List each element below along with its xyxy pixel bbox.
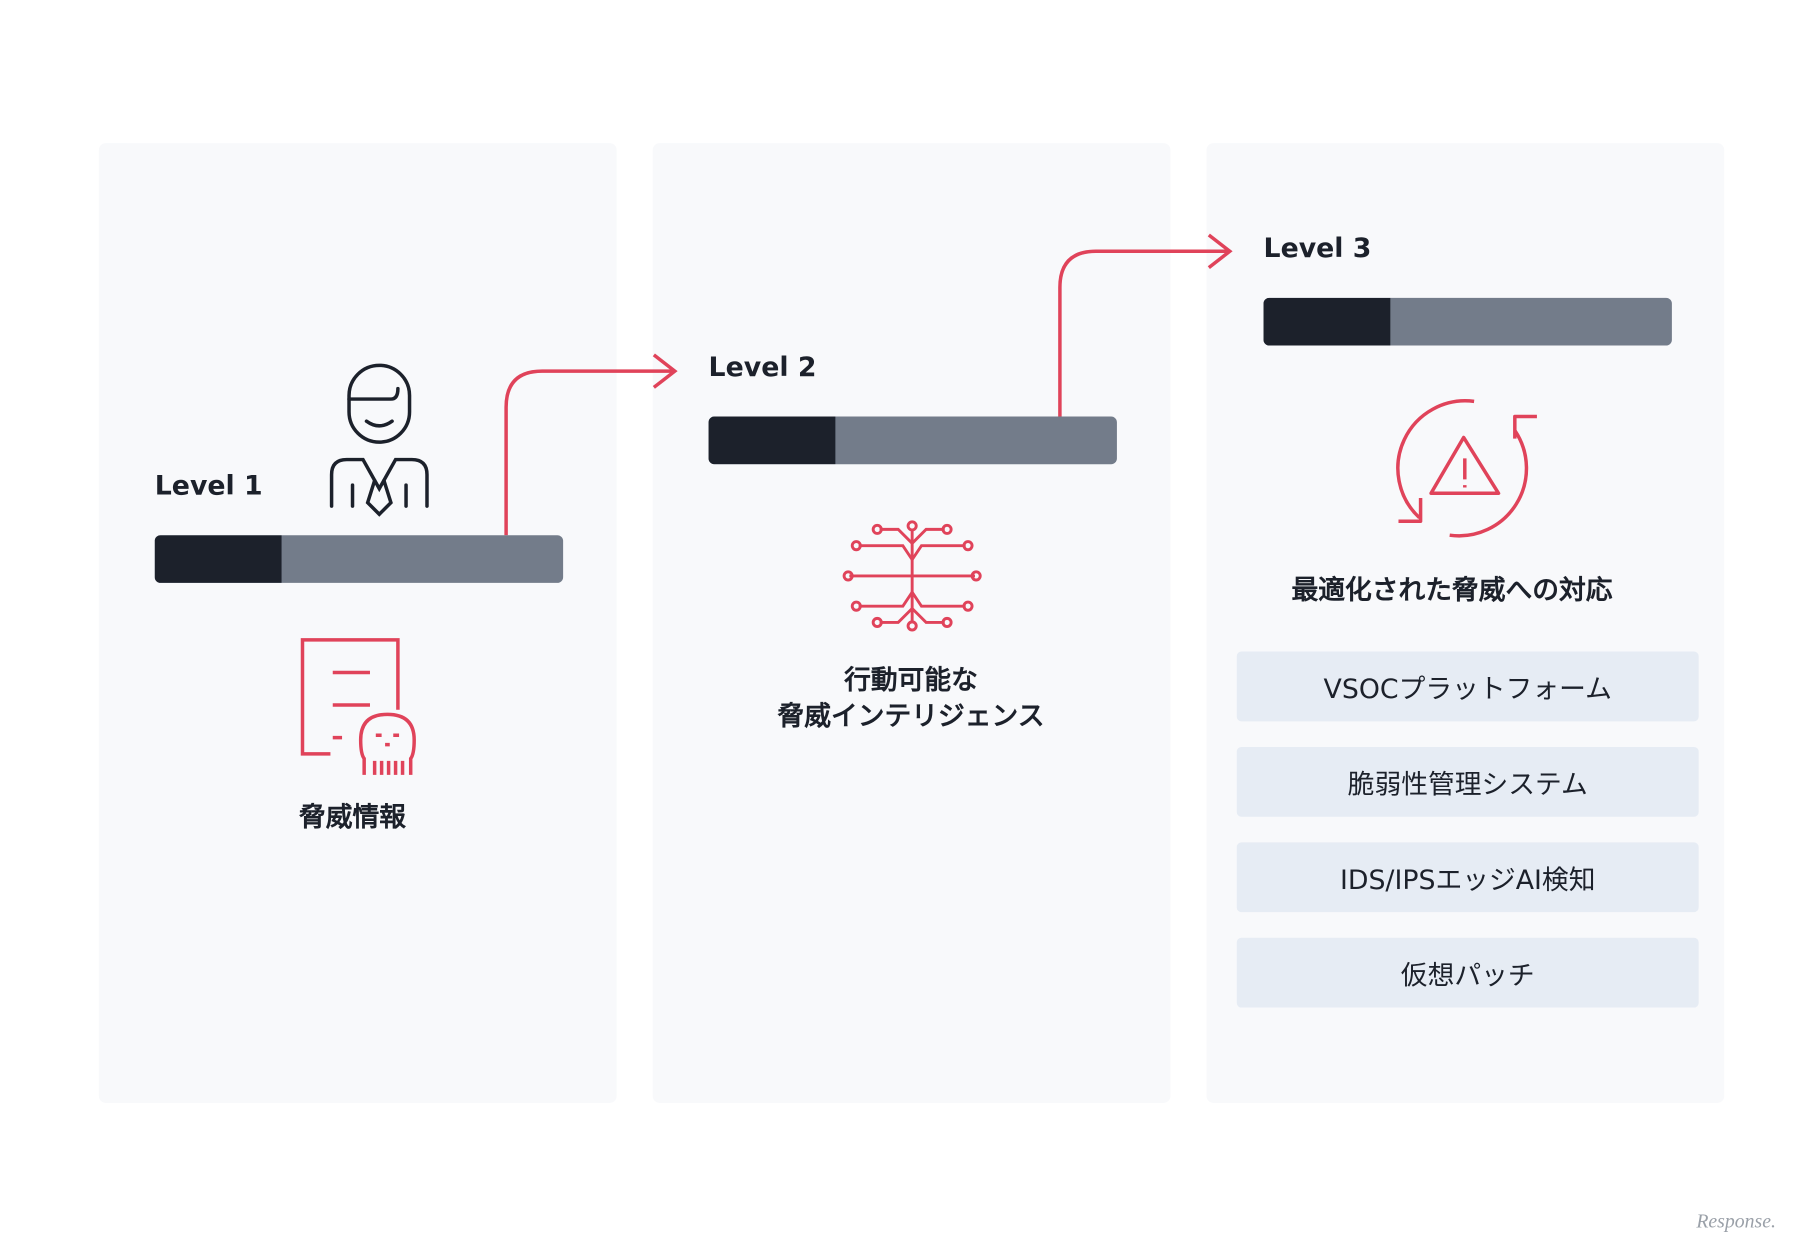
level-3-label: Level 3 xyxy=(1263,233,1372,265)
option-vsoc-platform: VSOCプラットフォーム xyxy=(1236,651,1699,722)
level-1-progress-bar xyxy=(154,535,564,583)
refresh-warning-icon xyxy=(1396,399,1537,538)
level-2-progress-fill xyxy=(708,416,836,465)
threat-document-skull-icon xyxy=(300,638,416,775)
arrow-level2-to-level3 xyxy=(1058,233,1233,417)
option-vulnerability-management: 脆弱性管理システム xyxy=(1236,746,1699,817)
person-icon xyxy=(329,363,429,517)
option-ids-ips-edge-ai: IDS/IPSエッジAI検知 xyxy=(1236,842,1699,913)
level-2-caption-line-2: 脅威インテリジェンス xyxy=(777,701,1045,732)
level-1-panel xyxy=(98,143,617,1103)
level-3-progress-bar xyxy=(1263,297,1672,346)
level-2-progress-bar xyxy=(708,416,1117,465)
level-1-progress-fill xyxy=(154,535,282,583)
level-2-label: Level 2 xyxy=(708,352,817,383)
level-3-progress-fill xyxy=(1263,297,1391,346)
watermark: Response. xyxy=(1696,1209,1776,1233)
circuit-brain-icon xyxy=(842,520,982,632)
level-3-caption: 最適化された脅威への対応 xyxy=(1291,575,1613,607)
level-2-caption: 行動可能な 脅威インテリジェンス xyxy=(736,663,1085,735)
level-2-caption-line-1: 行動可能な xyxy=(844,665,978,696)
level-1-caption: 脅威情報 xyxy=(299,802,407,834)
option-virtual-patch: 仮想パッチ xyxy=(1236,937,1699,1008)
level-1-label: Level 1 xyxy=(154,471,263,502)
arrow-level1-to-level2 xyxy=(504,353,678,536)
